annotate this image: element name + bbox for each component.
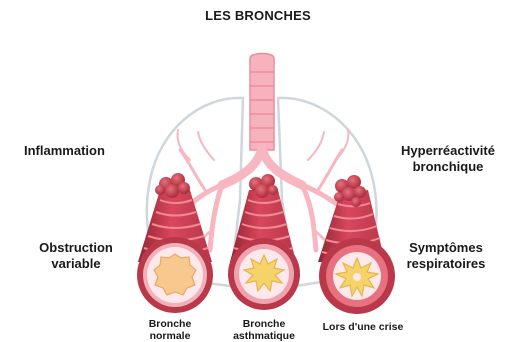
caption-asthma-line1: Bronche xyxy=(226,318,302,330)
bronchus-asthmatic xyxy=(228,174,300,310)
label-symptoms-line2: respiratoires xyxy=(390,256,502,272)
label-obstruction-line2: variable xyxy=(26,256,126,272)
label-obstruction-line1: Obstruction xyxy=(26,240,126,256)
caption-asthma-line2: asthmatique xyxy=(226,330,302,342)
label-symptoms-line1: Symptômes xyxy=(390,240,502,256)
label-symptoms: Symptômes respiratoires xyxy=(390,240,502,272)
caption-normal-line2: normale xyxy=(135,330,205,342)
label-inflammation: Inflammation xyxy=(24,143,105,159)
trachea xyxy=(250,54,274,151)
label-hyperreactivity: Hyperréactivité bronchique xyxy=(392,143,504,175)
caption-normal: Bronche normale xyxy=(135,318,205,342)
label-hyperreactivity-line1: Hyperréactivité xyxy=(392,143,504,159)
label-obstruction: Obstruction variable xyxy=(26,240,126,272)
caption-crisis: Lors d'une crise xyxy=(313,321,413,333)
caption-normal-line1: Bronche xyxy=(135,318,205,330)
caption-asthma: Bronche asthmatique xyxy=(226,318,302,342)
bronchus-crisis xyxy=(318,175,395,314)
label-hyperreactivity-line2: bronchique xyxy=(392,159,504,175)
